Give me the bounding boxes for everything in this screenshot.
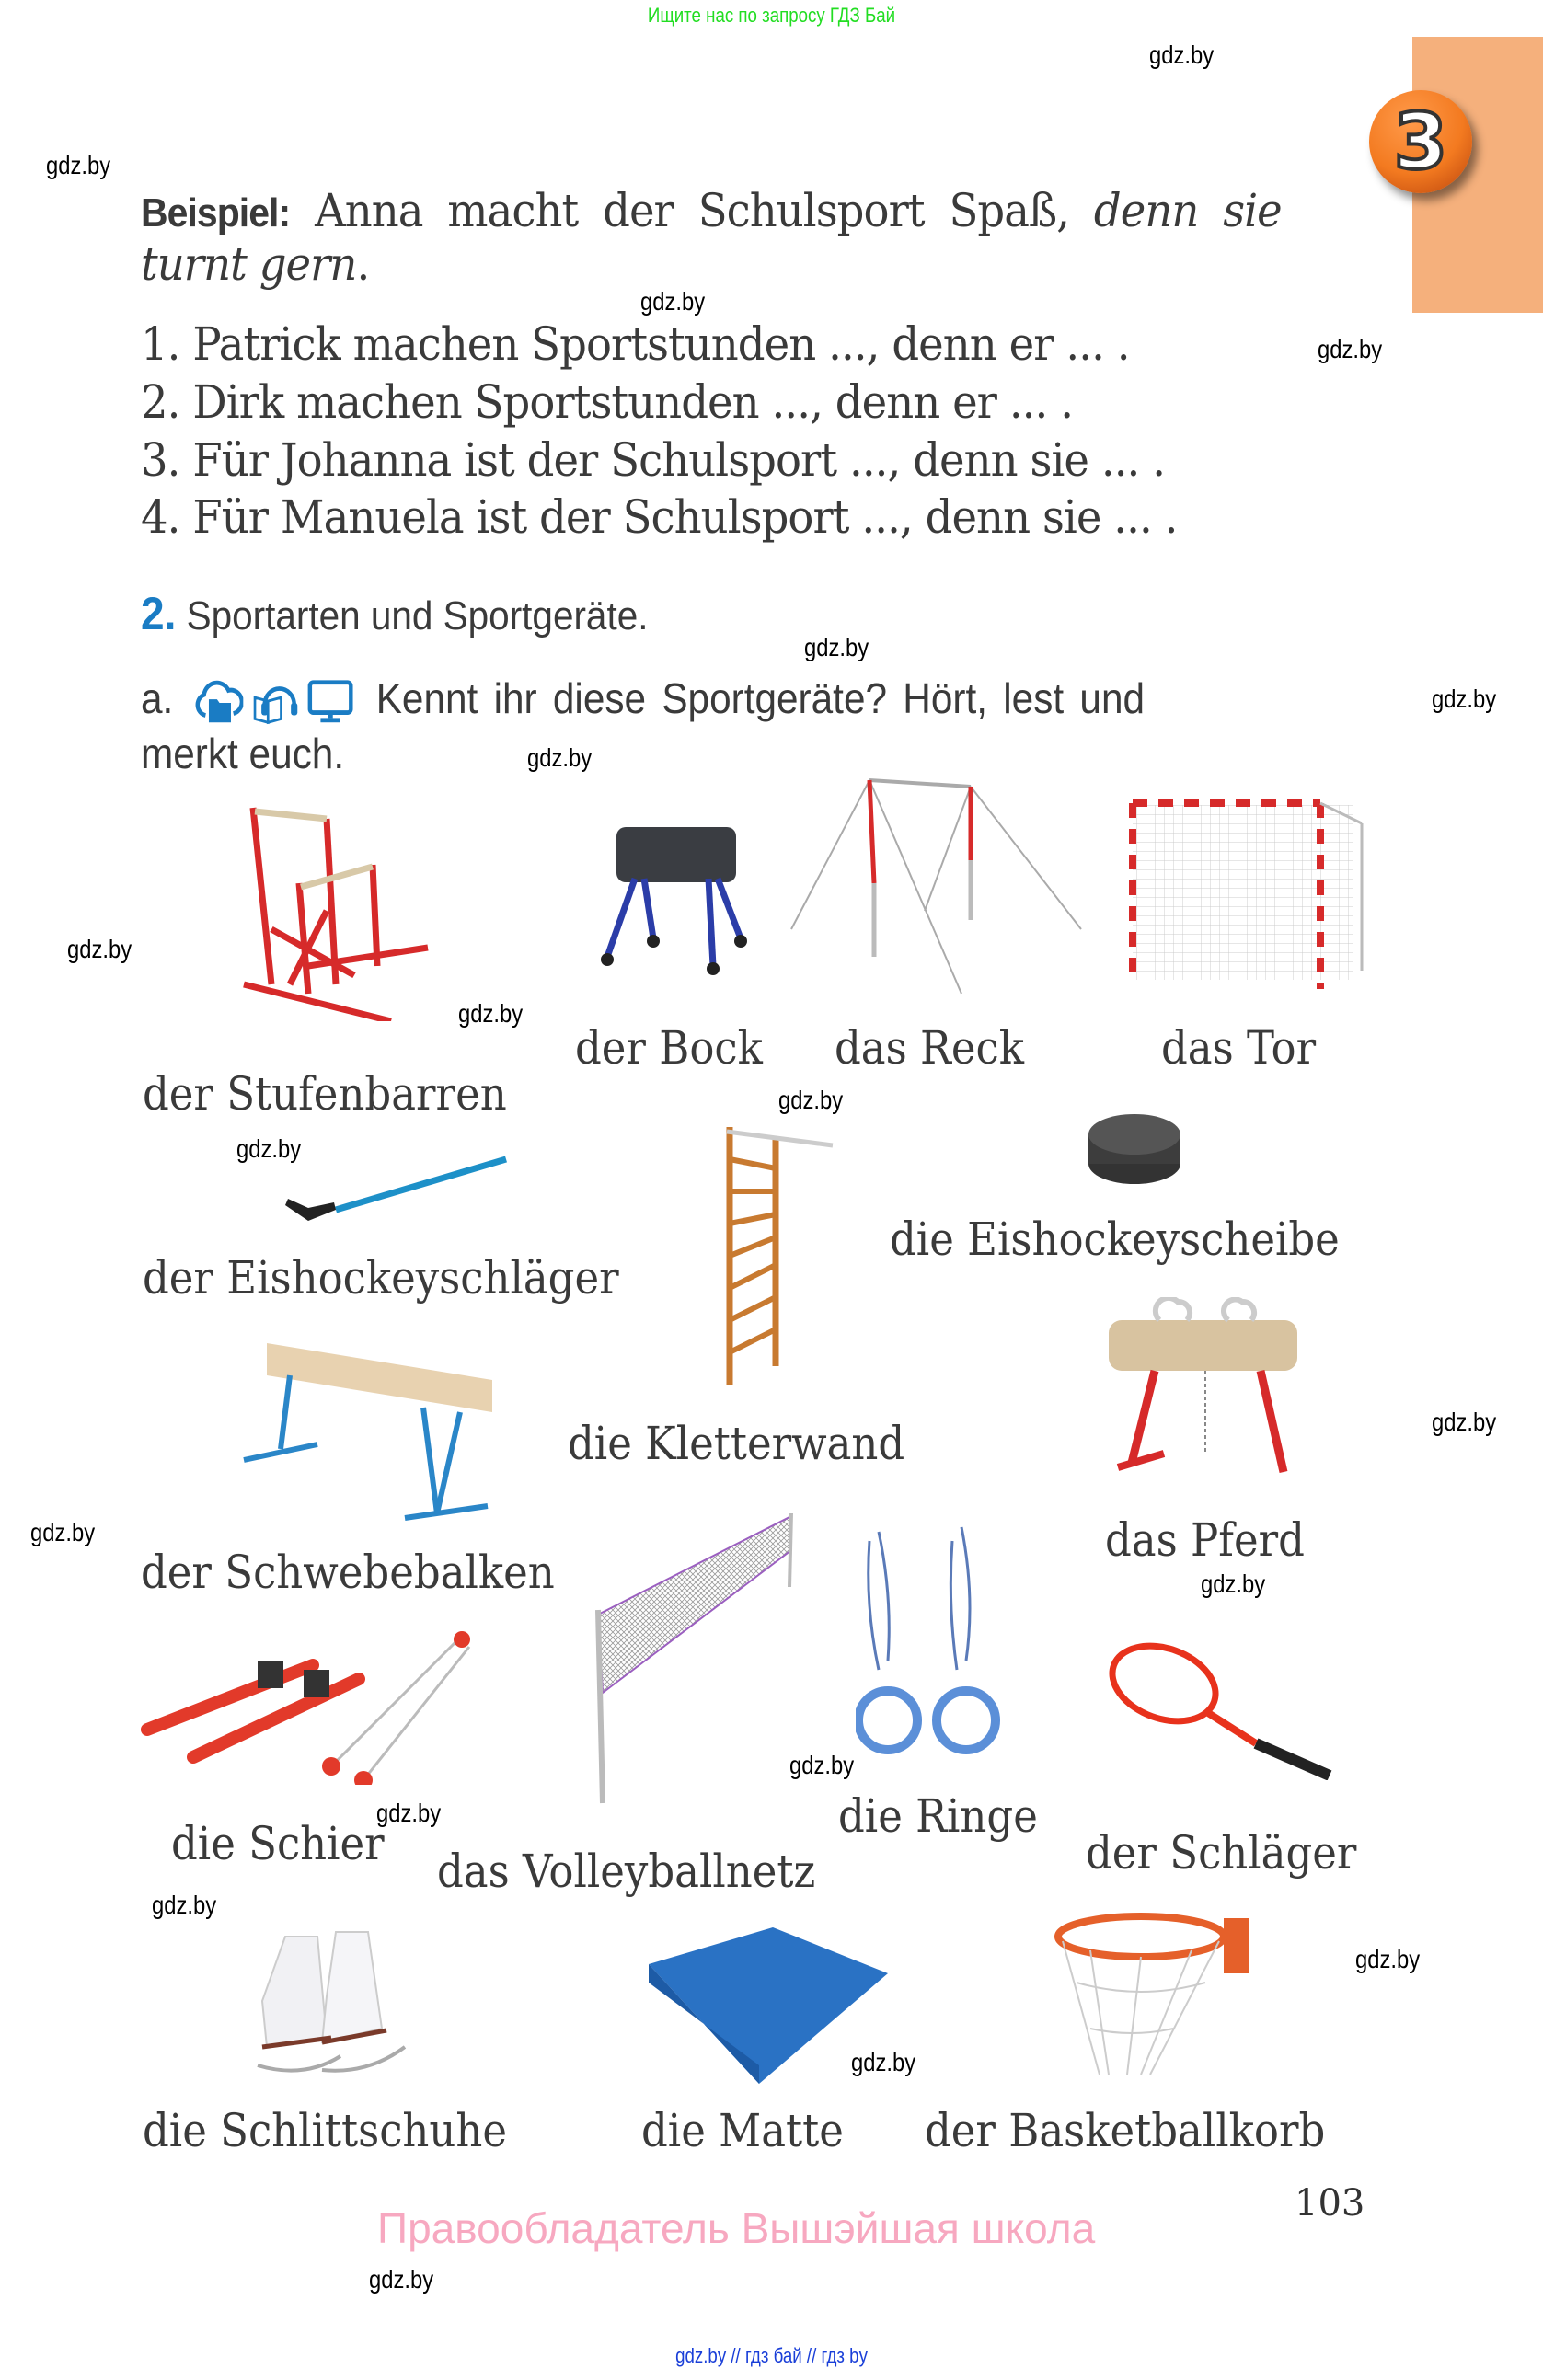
watermark: gdz.by: [1201, 1569, 1266, 1598]
horizontal-bar-image: [790, 778, 1082, 995]
watermark: gdz.by: [458, 999, 524, 1028]
label-ringe: die Ringe: [838, 1789, 1038, 1843]
watermark: gdz.by: [1355, 1945, 1421, 1973]
label-schier: die Schier: [171, 1817, 385, 1870]
label-matte: die Matte: [641, 2104, 844, 2157]
pommel-horse-image: [1109, 1297, 1297, 1473]
label-tor: das Tor: [1161, 1021, 1317, 1075]
task-a-line-1: a. Kennt ihr diese Sportgeräte? Hört, le…: [141, 673, 1145, 726]
exercise-title: Sportarten und Sportgeräte.: [186, 593, 649, 638]
ice-skates-image: [257, 1931, 407, 2073]
sentence-2: 2. Dirk machen Sportstunden ..., denn er…: [141, 375, 1074, 429]
sentence-3: 3. Für Johanna ist der Schulsport ..., d…: [141, 433, 1166, 487]
label-kletterwand: die Kletterwand: [568, 1417, 905, 1470]
book-headphones-icon[interactable]: [250, 678, 299, 726]
watermark: gdz.by: [527, 743, 593, 772]
watermark: gdz.by: [376, 1799, 442, 1827]
watermark: gdz.by: [640, 287, 706, 316]
footer-links[interactable]: gdz.by // гдз бай // гдз by: [675, 2344, 868, 2367]
sentence-1: 1. Patrick machen Sportstunden ..., denn…: [141, 317, 1131, 371]
sentence-4: 4. Für Manuela ist der Schulsport ..., d…: [141, 490, 1178, 544]
watermark: gdz.by: [778, 1086, 844, 1114]
watermark: gdz.by: [30, 1518, 96, 1546]
monitor-icon[interactable]: [306, 678, 355, 726]
watermark: gdz.by: [152, 1891, 217, 1919]
label-pferd: das Pferd: [1105, 1513, 1305, 1567]
task-letter: a.: [141, 674, 174, 722]
page-number: 103: [1295, 2182, 1365, 2225]
label-volleyballnetz: das Volleyballnetz: [437, 1845, 816, 1898]
watermark: gdz.by: [67, 935, 132, 963]
copyright-notice: Правообладатель Вышэйшая школа: [377, 2204, 1096, 2252]
label-eishockeyschlaeger: der Eishockeyschläger: [143, 1251, 619, 1305]
wall-bars-image: [726, 1127, 834, 1385]
label-stufenbarren: der Stufenbarren: [143, 1067, 507, 1121]
watermark: gdz.by: [1318, 335, 1383, 363]
basketball-hoop-image: [1054, 1913, 1249, 2075]
hockey-stick-image: [285, 1156, 507, 1221]
watermark: gdz.by: [46, 151, 111, 179]
gymnastic-rings-image: [856, 1526, 1000, 1754]
uneven-bars-image: [243, 807, 429, 1021]
gym-mat-image: [649, 1927, 888, 2084]
volleyball-net-image: [595, 1512, 793, 1804]
example-italic-2: turnt gern: [141, 237, 357, 291]
label-reck: das Reck: [835, 1021, 1025, 1075]
label-schlaeger: der Schläger: [1086, 1826, 1357, 1880]
example-italic: denn sie: [1093, 184, 1283, 237]
exercise-heading: 2. Sportarten und Sportgeräte.: [141, 587, 648, 640]
task-instruction: Kennt ihr diese Sportgeräte? Hört, lest …: [375, 674, 1146, 722]
hockey-puck-image: [1088, 1114, 1180, 1184]
example-text: Anna macht der Schulsport Spaß,: [315, 184, 1070, 237]
chapter-badge: 3: [1369, 90, 1472, 193]
example-label: Beispiel:: [141, 190, 291, 236]
watermark: gdz.by: [804, 633, 869, 661]
watermark: gdz.by: [236, 1134, 302, 1163]
watermark: gdz.by: [851, 2048, 916, 2076]
media-icons: [194, 678, 355, 726]
watermark: gdz.by: [1149, 40, 1215, 69]
label-schlittschuhe: die Schlittschuhe: [143, 2104, 507, 2157]
top-notice: Ищите нас по запросу ГДЗ Бай: [647, 4, 896, 27]
example-line-2: turnt gern.: [141, 237, 370, 291]
watermark: gdz.by: [789, 1751, 855, 1779]
label-basketballkorb: der Basketballkorb: [925, 2104, 1326, 2157]
goal-image: [1129, 799, 1364, 989]
balance-beam-image: [243, 1343, 492, 1521]
vaulting-buck-image: [601, 827, 747, 975]
task-a-line-2: merkt euch.: [141, 730, 345, 777]
example-line-1: Beispiel: Anna macht der Schulsport Spaß…: [141, 184, 1339, 237]
watermark: gdz.by: [1432, 684, 1497, 713]
label-bock: der Bock: [575, 1021, 763, 1075]
label-schwebebalken: der Schwebebalken: [141, 1546, 555, 1599]
exercise-number: 2.: [141, 588, 177, 639]
watermark: gdz.by: [1432, 1408, 1497, 1436]
chapter-number: 3: [1392, 97, 1449, 187]
tennis-racket-image: [1109, 1642, 1332, 1780]
watermark: gdz.by: [369, 2265, 434, 2294]
label-eishockeyscheibe: die Eishockeyscheibe: [890, 1213, 1340, 1266]
skis-image: [141, 1631, 471, 1785]
cloud-folder-icon[interactable]: [194, 678, 244, 726]
